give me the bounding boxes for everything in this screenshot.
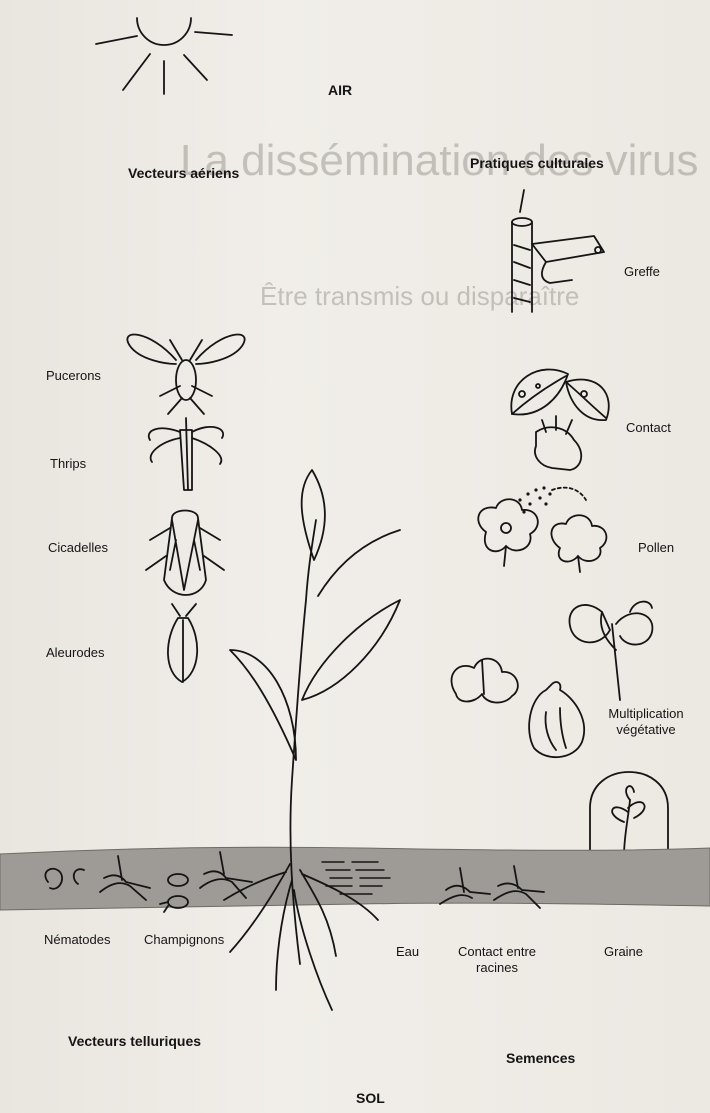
thrips-icon [149, 418, 223, 490]
racines-word: racines [476, 960, 518, 975]
plant-illustration [224, 470, 400, 1010]
whiteflies-label: Aleurodes [46, 645, 105, 661]
air-label: AIR [328, 82, 352, 99]
thrips-label: Thrips [50, 456, 86, 472]
graft-label: Greffe [624, 264, 660, 280]
soil-label: SOL [356, 1090, 385, 1107]
cultural-practices-label: Pratiques culturales [470, 155, 604, 172]
contact-entre-word: Contact entre [458, 944, 536, 959]
aphid-icon [127, 334, 244, 414]
whitefly-icon [168, 604, 197, 682]
seed-label: Graine [604, 944, 643, 960]
sun-icon [96, 18, 232, 94]
leafhoppers-label: Cicadelles [48, 540, 108, 556]
nematodes-label: Nématodes [44, 932, 110, 948]
multiplication-word: Multiplication [608, 706, 683, 721]
vegetative-multiplication-label: Multiplication végétative [590, 706, 702, 737]
vegetative-word: végétative [616, 722, 675, 737]
contact-icon [511, 369, 608, 470]
pollen-label: Pollen [638, 540, 674, 556]
pollen-icon [478, 486, 606, 572]
leafhopper-icon [146, 511, 224, 596]
root-contact-label: Contact entre racines [442, 944, 552, 975]
fungi-label: Champignons [144, 932, 224, 948]
aphids-label: Pucerons [46, 368, 101, 384]
soil-vectors-label: Vecteurs telluriques [68, 1033, 201, 1050]
water-label: Eau [396, 944, 419, 960]
seeds-label: Semences [506, 1050, 575, 1067]
contact-label: Contact [626, 420, 671, 436]
aerial-vectors-label: Vecteurs aériens [128, 165, 239, 182]
graft-icon [512, 190, 604, 312]
